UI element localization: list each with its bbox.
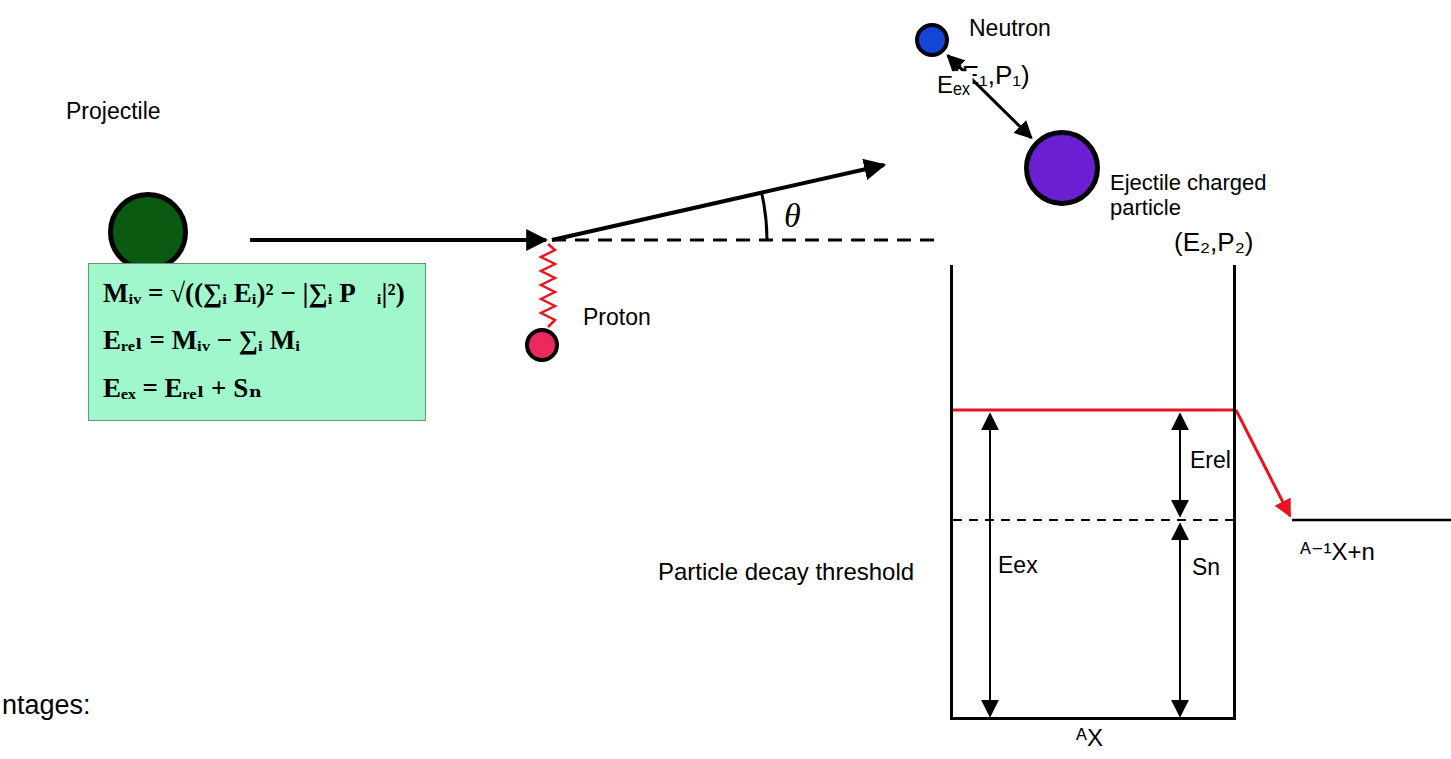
neutron-circle: Neutron(E₁,P₁) — [915, 23, 949, 57]
circle-outline — [1024, 130, 1100, 206]
circle-shape — [1027, 133, 1098, 204]
circle-outline — [108, 192, 188, 272]
energy-label: Eex — [998, 552, 1038, 578]
circle-shape — [917, 25, 947, 55]
excited-level — [952, 409, 1236, 412]
kinematics-label: (E₂,P₂) — [1174, 228, 1253, 258]
formula-line: Eₑₓ = Eᵣₑₗ + Sₙ — [103, 365, 405, 412]
particle-label: Neutron — [969, 15, 1051, 41]
section-heading: ntages: — [2, 690, 91, 721]
particle-label: Proton — [583, 304, 651, 330]
edge-label: Eₑₓ — [934, 71, 973, 99]
decay-arrow — [1236, 410, 1290, 516]
scatter-arrow — [552, 165, 884, 240]
circle-shape — [111, 195, 186, 270]
formula-line: Mᵢᵥ = √((∑ᵢ Eᵢ)² − |∑ᵢ P⃗ᵢ|²) — [103, 270, 405, 317]
energy-label: Sn — [1192, 554, 1220, 580]
proton-circle: Proton — [525, 328, 559, 362]
erel-arrow — [1179, 414, 1181, 516]
energy-label: Erel — [1190, 447, 1231, 473]
final-level — [1292, 519, 1451, 522]
projectile-circle: Projectile — [108, 192, 188, 272]
sn-arrow — [1179, 524, 1181, 716]
threshold-label: Particle decay threshold — [658, 558, 914, 586]
angle-label: θ — [784, 196, 801, 235]
eex-arrow — [989, 414, 991, 716]
circle-shape — [527, 330, 557, 360]
potential-well: ᴬX — [950, 265, 1236, 720]
nucleus-label: ᴬX — [1076, 724, 1103, 752]
particle-label: Projectile — [66, 98, 161, 124]
formula-line: Eᵣₑₗ = Mᵢᵥ − ∑ᵢ Mᵢ — [103, 317, 405, 364]
particle-label: Ejectile charged particle — [1110, 170, 1290, 221]
threshold-line — [953, 519, 1234, 521]
ejectile-circle: Ejectile charged particle(E₂,P₂) — [1024, 130, 1100, 206]
circle-outline — [525, 328, 559, 362]
formula-box: Mᵢᵥ = √((∑ᵢ Eᵢ)² − |∑ᵢ P⃗ᵢ|²)Eᵣₑₗ = Mᵢᵥ … — [88, 263, 426, 421]
beam-arrow — [250, 238, 546, 242]
angle-arc — [762, 193, 767, 240]
final-state-label: ᴬ⁻¹X+n — [1300, 538, 1375, 566]
beam-axis — [552, 239, 942, 242]
interaction-spring — [541, 244, 555, 327]
circle-outline — [915, 23, 949, 57]
